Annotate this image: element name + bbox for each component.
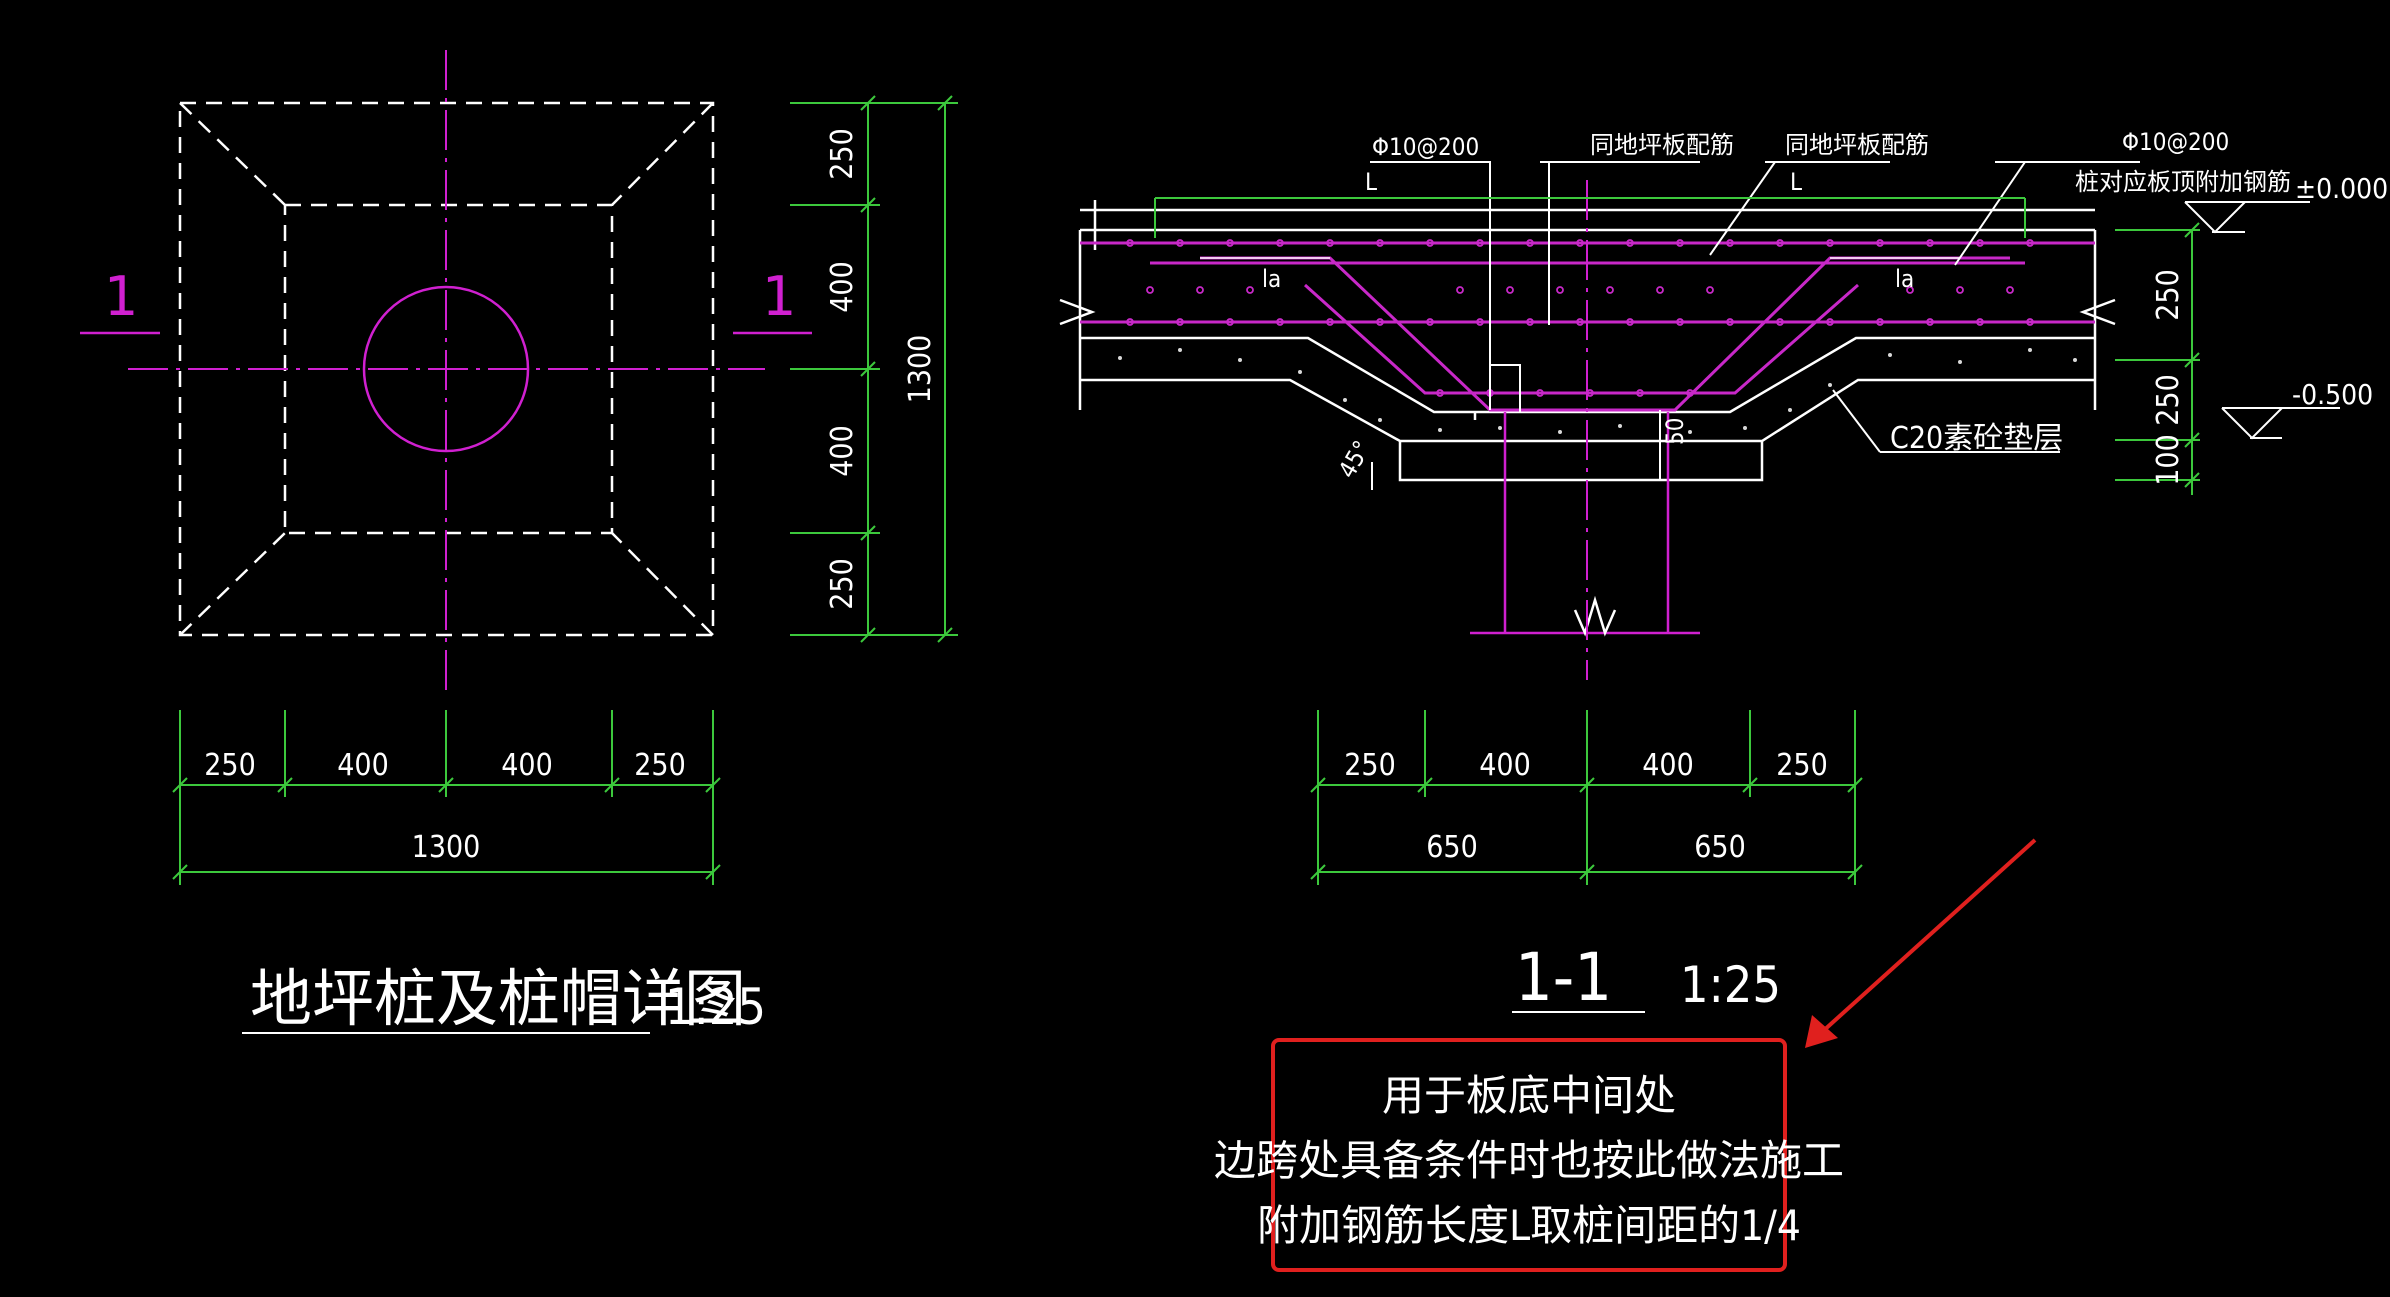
annotation-line-3: 附加钢筋长度L取桩间距的1/4 [1257,1201,1801,1250]
annotation: 用于板底中间处 边跨处具备条件时也按此做法施工 附加钢筋长度L取桩间距的1/4 [1214,838,2037,1272]
label-extra-rebar: 桩对应板顶附加钢筋 [2075,168,2291,196]
label-slab-rebar-2: 同地坪板配筋 [1785,131,1929,159]
label-rebar-left: Φ10@200 [1372,133,1479,161]
section-title: 1-1 [1515,939,1612,1016]
section-dim-right-3: 100 [2151,434,2186,486]
plan-scale: 1:25 [665,978,766,1036]
section-scale: 1:25 [1680,956,1781,1014]
cushion-label: C20素砼垫层 [1890,421,2063,456]
annotation-arrow [1820,838,2037,1034]
plan-view: 1 1 250 400 400 250 1300 [80,50,958,1036]
label-L-right: L [1790,168,1802,196]
section-dim-total-2: 650 [1694,830,1746,865]
anchor-right: la [1895,265,1914,293]
anchor-left: la [1262,265,1281,293]
section-dim-right-2: 250 [2151,374,2186,426]
plan-dim-right-total: 1300 [903,335,938,404]
section-dim-right-1: 250 [2151,269,2186,321]
plan-dim-bottom-4: 250 [634,748,686,783]
elevation-top: ±0.000 [2295,172,2388,205]
section-dim-total-1: 650 [1426,830,1478,865]
section-dim-bottom-1: 250 [1344,748,1396,783]
section-view: Φ10@200 L 同地坪板配筋 同地坪板配筋 L Φ10@200 桩对应板顶附… [1059,128,2388,1016]
label-L-left: L [1365,168,1377,196]
plan-dim-right-1: 250 [825,128,860,180]
section-mark-left: 1 [104,265,138,328]
plan-dim-bottom-3: 400 [501,748,553,783]
plan-dim-right-4: 250 [825,558,860,610]
section-dim-bottom-3: 400 [1642,748,1694,783]
plan-dim-bottom-2: 400 [337,748,389,783]
plan-cap-outline [178,101,715,637]
annotation-box [1271,1038,1787,1272]
annotation-line-2: 边跨处具备条件时也按此做法施工 [1214,1136,1844,1185]
cover-label: 50 [1661,418,1689,445]
section-mark-right: 1 [762,265,796,328]
label-slab-rebar-1: 同地坪板配筋 [1590,131,1734,159]
plan-pile-circle [362,285,530,453]
plan-dim-bottom-1: 250 [204,748,256,783]
section-dim-bottom-4: 250 [1776,748,1828,783]
plan-dim-right-3: 400 [825,425,860,477]
plan-dim-right-2: 400 [825,261,860,313]
label-rebar-right: Φ10@200 [2122,128,2229,156]
plan-dim-bottom-total: 1300 [412,830,481,865]
elevation-bottom: -0.500 [2292,378,2373,411]
plan-title: 地坪桩及桩帽详图 [250,962,746,1035]
section-dim-bottom-2: 400 [1479,748,1531,783]
annotation-line-1: 用于板底中间处 [1382,1071,1676,1120]
